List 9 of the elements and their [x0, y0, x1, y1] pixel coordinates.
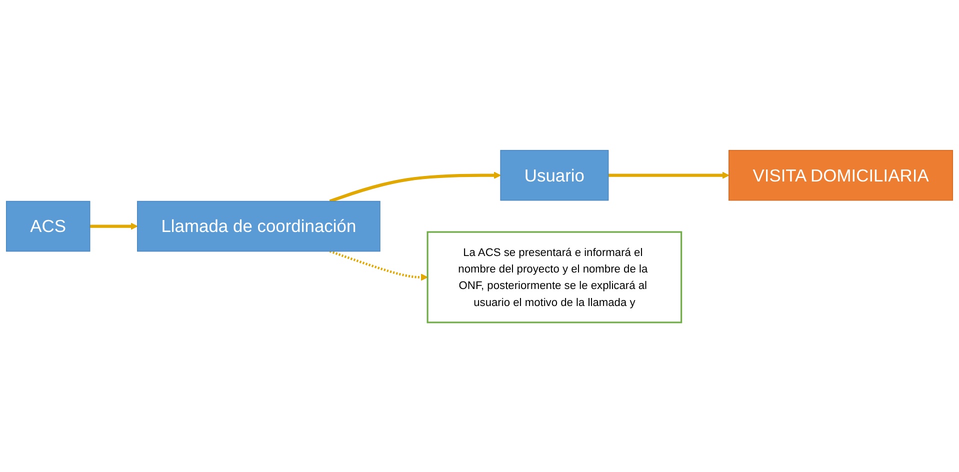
arrow — [329, 250, 428, 280]
node-box: ACS — [6, 200, 90, 252]
node-box: La ACS se presentará e informará el nombre del proyecto y el nombre de la ONF, posteriormente se le explicará al usuario el motivo de la llamada y — [426, 230, 682, 323]
node-box: VISITA DOMICILIARIA — [728, 150, 954, 200]
arrow — [329, 171, 501, 202]
arrow — [608, 171, 730, 178]
node-box: Llamada de coordinación — [137, 200, 380, 252]
node-box: Usuario — [500, 150, 609, 200]
arrow — [90, 222, 138, 230]
